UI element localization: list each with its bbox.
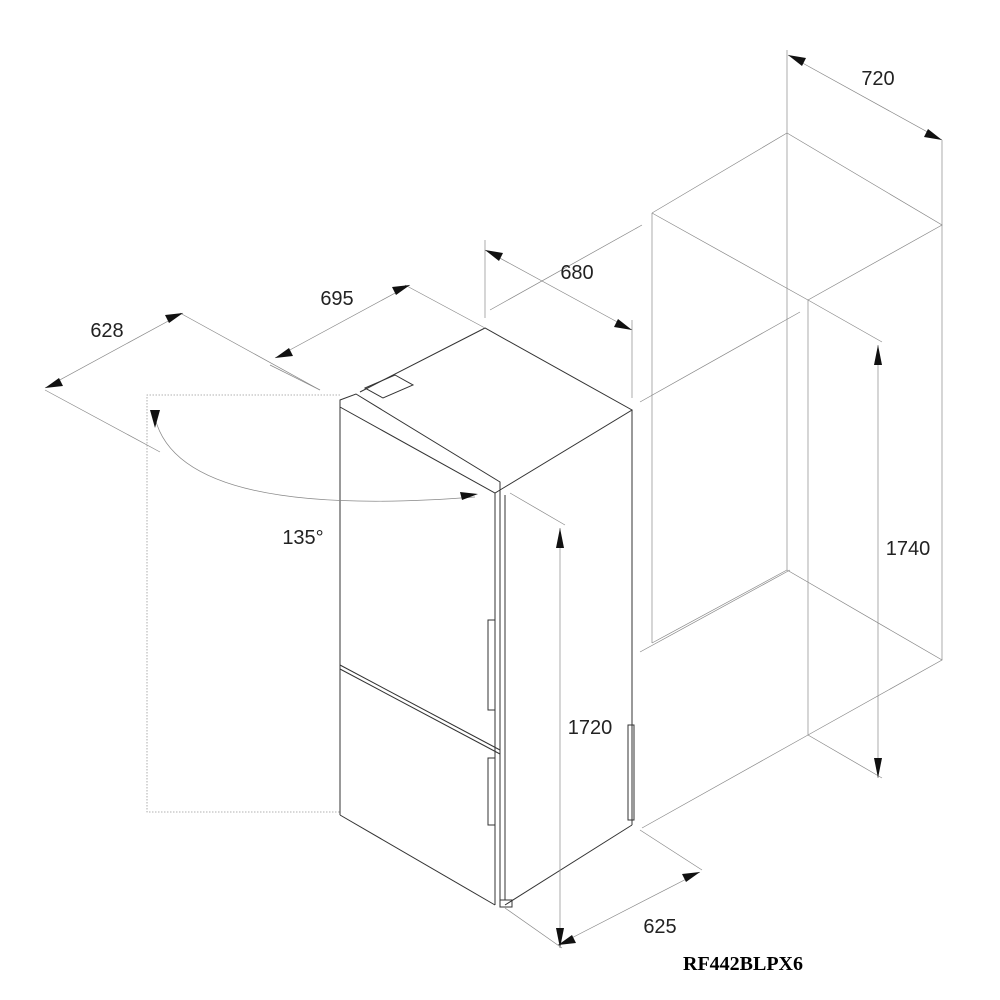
appliance-width-label: 680: [560, 262, 593, 284]
niche-width-label: 720: [861, 68, 894, 90]
door-swing-width-label: 628: [90, 320, 123, 342]
door-swing: [146, 394, 478, 813]
niche-box: [639, 132, 943, 829]
fridge-handle: [487, 619, 496, 711]
fridge: [339, 327, 635, 908]
appliance-height-label: 1720: [568, 717, 613, 739]
dimension-lines: [44, 50, 943, 949]
door-angle-label: 135°: [282, 527, 323, 549]
model-number: RF442BLPX6: [683, 953, 803, 975]
appliance-depth-label: 625: [643, 916, 676, 938]
niche-height-label: 1740: [886, 538, 931, 560]
freezer-handle: [487, 757, 496, 826]
depth-door-open-label: 695: [320, 288, 353, 310]
